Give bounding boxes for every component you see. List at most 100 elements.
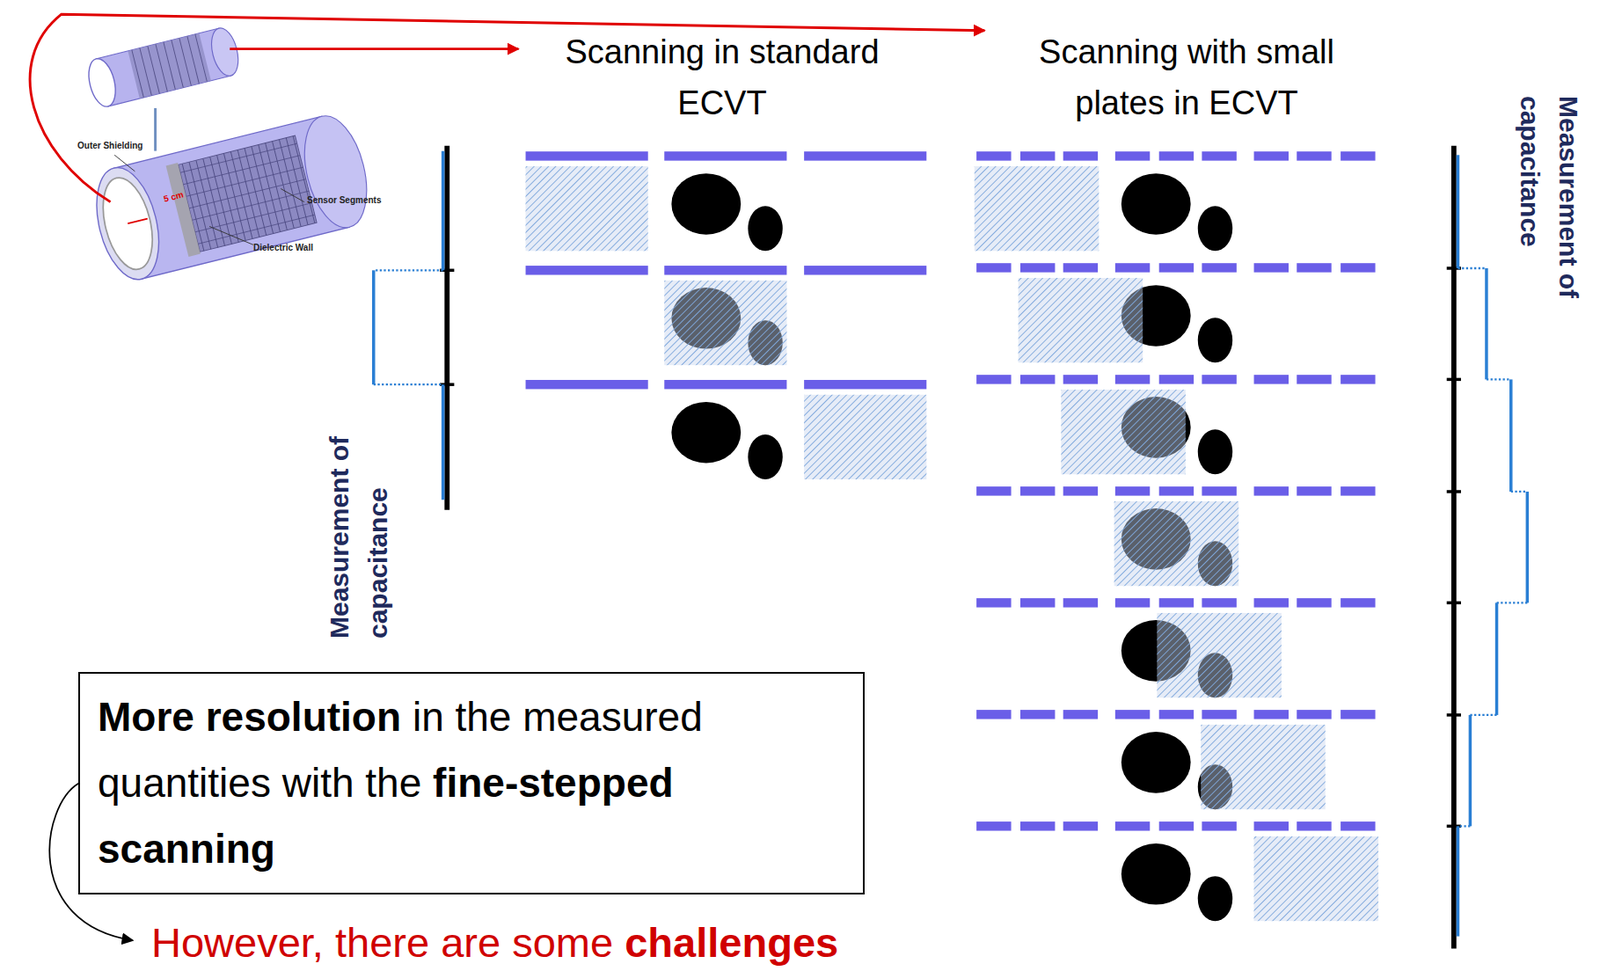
electrode-plate: [1296, 821, 1331, 831]
cylinder-end: [293, 109, 377, 234]
electrode-plate: [1159, 374, 1194, 384]
object-blob: [1198, 205, 1233, 251]
electrode-plate: [664, 151, 787, 161]
signal-riser: [1511, 490, 1528, 493]
electrode-plate: [1063, 709, 1098, 719]
radius-line: [127, 219, 148, 225]
electrode-field: [1200, 724, 1325, 810]
electrode-field: [526, 166, 649, 251]
electrode-plate: [1340, 709, 1375, 719]
electrode-plate: [976, 821, 1011, 831]
electrode-plate: [1201, 151, 1236, 161]
electrode-plate: [1020, 374, 1055, 384]
signal-step: [1495, 602, 1498, 716]
part-label: Sensor Segments: [306, 195, 381, 206]
sensor-band: [178, 135, 317, 252]
electrode-plate: [1296, 151, 1331, 161]
electrode-plate: [1296, 263, 1331, 272]
fine-scan: [974, 151, 1379, 921]
electrode-field: [1114, 501, 1239, 586]
electrode-plate: [526, 151, 649, 161]
electrode-plate: [1340, 821, 1375, 831]
electrode-field: [1114, 501, 1239, 586]
electrode-plate: [1159, 598, 1194, 607]
electrode-plate: [803, 379, 927, 389]
electrode-plate: [1020, 598, 1055, 607]
electrode-plate: [1063, 151, 1098, 161]
electrode-plate: [1340, 263, 1375, 272]
axis-tick: [1446, 489, 1462, 493]
electrode-plate: [803, 265, 927, 275]
axis-label: Measurement of capacitance: [320, 408, 398, 639]
sensor-band: [127, 33, 211, 99]
signal-step: [1509, 379, 1513, 492]
electrode-plate: [1296, 374, 1331, 384]
object-blob: [1198, 429, 1233, 475]
axis-line: [1451, 146, 1457, 950]
electrode-plate: [1201, 486, 1236, 496]
electrode-plate: [1254, 598, 1289, 607]
electrode-plate: [1159, 151, 1194, 161]
object-blob: [1121, 173, 1191, 235]
electrode-plate: [976, 374, 1011, 384]
part-label: Dielectric Wall: [253, 242, 314, 254]
electrode-plate: [1020, 151, 1055, 161]
signal-riser: [1486, 378, 1512, 380]
axis-line: [444, 146, 450, 511]
axis-tick: [1446, 713, 1462, 716]
electrode-plate: [1340, 486, 1375, 496]
electrode-plate: [1115, 821, 1150, 831]
signal-step: [441, 384, 445, 500]
electrode-field: [1156, 613, 1281, 698]
electrode-plate: [1115, 151, 1150, 161]
electrode-plate: [1254, 151, 1289, 161]
sensor-line: [195, 34, 207, 82]
electrode-field: [1200, 724, 1325, 810]
signal-step: [1456, 825, 1460, 936]
signal-riser: [1457, 825, 1470, 827]
text-box: More resolutionin the measured quantitie…: [78, 672, 865, 895]
electrode-field: [1060, 389, 1185, 475]
emphasis-text: More resolution: [97, 694, 402, 740]
electrode-field: [974, 166, 1099, 251]
electrode-plate: [1020, 486, 1055, 496]
signal-step: [1484, 268, 1488, 380]
electrode-field: [664, 280, 787, 366]
signal-step: [1526, 491, 1529, 603]
object-blob: [747, 205, 782, 251]
text-block: More resolutionin the measured quantitie…: [97, 684, 786, 883]
red-arrow: [229, 47, 519, 51]
electrode-plate: [1296, 598, 1331, 607]
object-blob: [671, 173, 741, 235]
cylinder-body: [95, 28, 231, 107]
electrode-plate: [1201, 374, 1236, 384]
electrode-plate: [1254, 486, 1289, 496]
electrode-plate: [1115, 709, 1150, 719]
electrode-plate: [976, 263, 1011, 272]
electrode-plate: [1159, 709, 1194, 719]
electrode-plate: [1020, 821, 1055, 831]
signal-step: [1456, 154, 1460, 269]
electrode-field: [664, 280, 787, 366]
leader-line: [280, 189, 305, 203]
electrode-plate: [526, 265, 649, 275]
electrode-field: [1018, 277, 1143, 363]
sensor-line: [182, 155, 300, 185]
axis-tick: [1446, 378, 1462, 381]
challenge-text: However, there are some: [151, 919, 614, 966]
part-label: Outer Shielding: [77, 140, 143, 152]
electrode-plate: [1115, 598, 1150, 607]
electrode-plate: [976, 598, 1011, 607]
object-blob: [1198, 317, 1233, 363]
electrode-plate: [1254, 263, 1289, 272]
challenge-word: challenges: [624, 919, 839, 966]
electrode-field: [803, 394, 927, 480]
electrode-plate: [1340, 374, 1375, 384]
electrode-plate: [1254, 821, 1289, 831]
signal-riser: [1497, 601, 1528, 604]
electrode-plate: [1115, 263, 1150, 272]
sensor-line: [186, 167, 304, 197]
electrode-plate: [1296, 486, 1331, 496]
electrode-plate: [1296, 709, 1331, 719]
electrode-field: [1254, 836, 1379, 921]
